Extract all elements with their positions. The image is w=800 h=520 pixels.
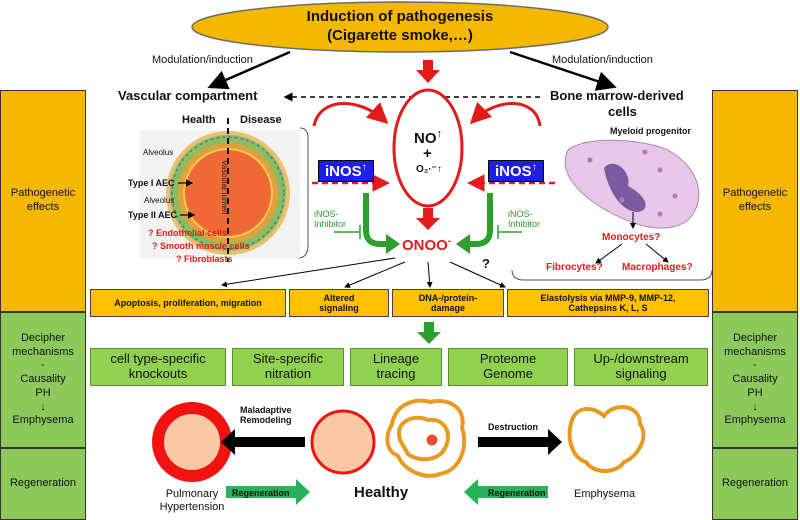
up-arrow-icon: ↑ xyxy=(531,162,537,173)
o2-label: O₂·⁻↑ xyxy=(416,164,442,175)
up-arrow-icon: ↑ xyxy=(436,164,442,175)
vascular-lumen-label: Vascular lumen xyxy=(220,160,229,215)
type2-aec-label: Type II AEC xyxy=(128,210,178,220)
regeneration-arrow-left xyxy=(226,479,310,505)
green-arrow-left xyxy=(363,193,388,247)
effect-dna-damage: DNA-/protein-damage xyxy=(392,289,504,317)
modulation-label-left: Modulation/induction xyxy=(152,54,253,66)
destruction-arrow xyxy=(478,429,562,455)
induction-arrow-down xyxy=(416,60,440,83)
method-lineage: Lineage tracing xyxy=(350,348,442,386)
vascular-compartment-label: Vascular compartment xyxy=(118,88,258,103)
fibrocytes-label: Fibrocytes? xyxy=(546,262,603,273)
destruction-label: Destruction xyxy=(488,422,539,432)
effects-to-methods-arrow xyxy=(417,322,441,344)
modulation-arrow-left xyxy=(207,50,291,90)
onoo-arrow-4 xyxy=(449,261,506,288)
up-arrow-icon: ↑ xyxy=(361,162,367,173)
alveolus-label-mid: Alveolus xyxy=(144,196,175,205)
onoo-arrow-1 xyxy=(221,257,396,288)
regeneration-arrow-right xyxy=(464,479,548,505)
onoo-arrow-3 xyxy=(426,261,433,288)
inhibitor-right-label: iNOS-Inhibitor xyxy=(508,209,541,229)
onoo-label: ONOO- xyxy=(402,236,452,254)
method-proteome: Proteome Genome xyxy=(448,348,568,386)
smooth-muscle-label: ? Smooth muscle cells xyxy=(152,241,250,251)
effect-elastolysis: Elastolysis via MMP-9, MMP-12, Cathepsin… xyxy=(507,289,709,317)
ph-vessel xyxy=(152,402,232,482)
method-knockouts: cell type-specific knockouts xyxy=(90,348,226,386)
inhibitor-left-label: iNOS-Inhibitor xyxy=(314,209,347,229)
inos-right: iNOS↑ xyxy=(488,160,544,182)
myeloid-label: Myeloid progenitor xyxy=(610,126,691,136)
method-signaling: Up-/downstream signaling xyxy=(574,348,708,386)
header-subtitle: (Cigarette smoke,…) xyxy=(327,27,473,44)
type1-aec-label: Type I AEC xyxy=(128,178,175,188)
inos-left: iNOS↑ xyxy=(318,160,374,182)
vessel-illustration xyxy=(140,118,300,262)
bone-marrow-label-2: cells xyxy=(608,104,637,119)
plus-label: + xyxy=(423,145,432,162)
down-arrow-icon: ↓ xyxy=(752,400,758,413)
regeneration-right-label: Regeneration xyxy=(488,488,546,498)
maladaptive-arrow xyxy=(221,429,305,455)
no-to-onoo-arrow xyxy=(416,208,440,230)
left-regeneration: Regeneration xyxy=(0,448,86,520)
up-arrow-icon: ↑ xyxy=(436,128,443,140)
bone-marrow-label: Bone marrow-derived xyxy=(550,88,684,103)
green-arrow-right xyxy=(468,193,493,247)
emphysema-label: Emphysema xyxy=(574,488,636,500)
question-mark: ? xyxy=(482,256,490,271)
alveolus-label-top: Alveolus xyxy=(143,148,174,157)
left-pathogenetic-effects: Pathogenetic effects xyxy=(0,90,86,312)
method-nitration: Site-specific nitration xyxy=(232,348,344,386)
marrow-bracket xyxy=(511,269,713,281)
monocyte-to-macrophage-arrow xyxy=(645,243,669,263)
curved-arrow-right xyxy=(469,101,542,127)
emphysema-alveolus xyxy=(567,405,646,473)
curved-arrow-left xyxy=(312,102,389,127)
down-arrow-icon: ↓ xyxy=(40,400,46,413)
no-label: NO↑ xyxy=(414,128,442,147)
right-regeneration: Regeneration xyxy=(712,448,798,520)
fibroblasts-label: ? Fibroblasts xyxy=(176,254,233,264)
effect-altered-signaling: Altered signaling xyxy=(289,289,389,317)
macrophages-label: Macrophages? xyxy=(622,262,693,273)
onoo-arrow-2 xyxy=(344,261,406,288)
myeloid-cell xyxy=(564,139,700,229)
healthy-vessel xyxy=(310,409,376,475)
health-label: Health xyxy=(182,114,216,126)
green-arrowhead-right xyxy=(456,234,470,254)
healthy-alveoli xyxy=(385,398,467,478)
no-circle xyxy=(392,88,464,208)
endothelial-cells-label: ? Endothelial cells xyxy=(148,228,228,238)
vascular-bracket xyxy=(297,127,309,259)
monocytes-label: Monocytes? xyxy=(602,232,661,243)
regeneration-left-label: Regeneration xyxy=(232,488,290,498)
header-ellipse xyxy=(191,1,609,53)
effect-apoptosis: Apoptosis, proliferation, migration xyxy=(90,289,286,317)
right-pathogenetic-effects: Pathogenetic effects xyxy=(712,90,798,312)
green-arrowhead-left xyxy=(386,234,400,254)
modulation-arrow-right xyxy=(509,50,617,91)
healthy-label: Healthy xyxy=(354,484,409,501)
disease-label: Disease xyxy=(240,114,282,126)
header-title: Induction of pathogenesis xyxy=(306,8,494,25)
monocyte-to-fibrocyte-arrow xyxy=(595,243,623,264)
modulation-label-right: Modulation/induction xyxy=(552,54,653,66)
